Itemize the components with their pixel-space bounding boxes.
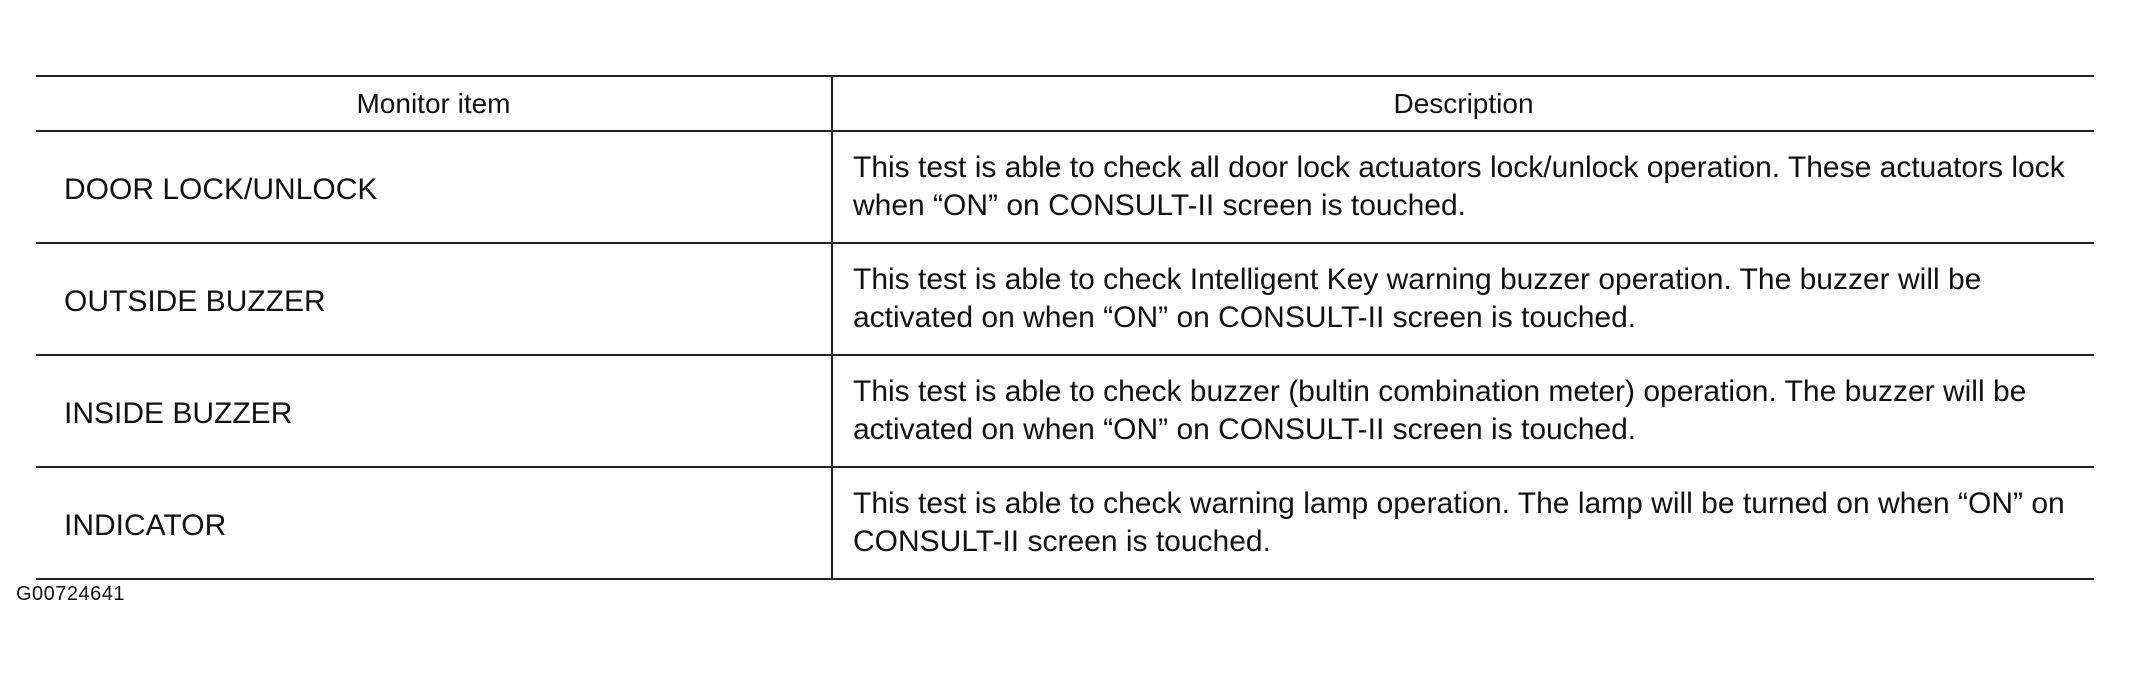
header-monitor-item: Monitor item [36, 75, 833, 132]
description-cell: This test is able to check warning lamp … [832, 467, 2094, 580]
table-row: DOOR LOCK/UNLOCK This test is able to ch… [36, 131, 2094, 244]
monitor-item-cell: INSIDE BUZZER [36, 355, 833, 468]
monitor-item-cell: OUTSIDE BUZZER [36, 243, 833, 356]
header-description: Description [832, 75, 2094, 132]
description-cell: This test is able to check Intelligent K… [832, 243, 2094, 356]
description-cell: This test is able to check all door lock… [832, 131, 2094, 244]
table-row: OUTSIDE BUZZER This test is able to chec… [36, 243, 2094, 356]
monitor-item-table: Monitor item Description DOOR LOCK/UNLOC… [36, 75, 2094, 580]
description-cell: This test is able to check buzzer (bulti… [832, 355, 2094, 468]
monitor-item-cell: DOOR LOCK/UNLOCK [36, 131, 833, 244]
monitor-item-cell: INDICATOR [36, 467, 833, 580]
table-header-row: Monitor item Description [36, 75, 2094, 132]
figure-code: G00724641 [16, 583, 126, 605]
table-row: INDICATOR This test is able to check war… [36, 467, 2094, 580]
table-row: INSIDE BUZZER This test is able to check… [36, 355, 2094, 468]
